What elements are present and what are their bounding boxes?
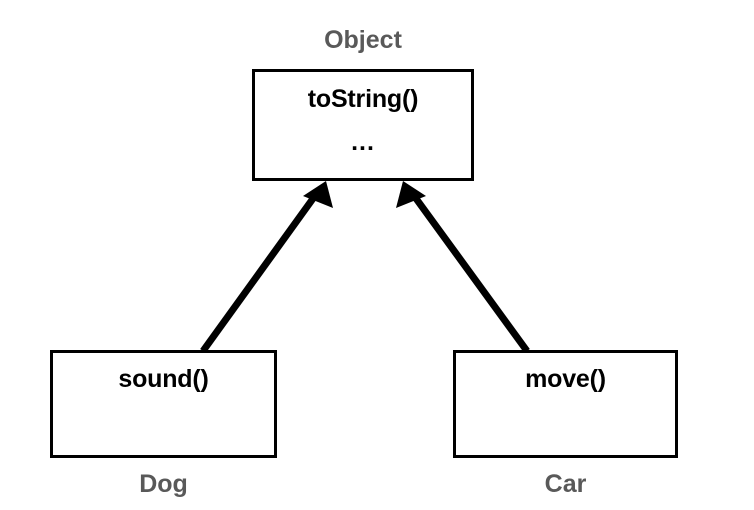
- class-box-object[interactable]: [252, 69, 474, 181]
- class-box-dog[interactable]: [50, 350, 277, 458]
- member-list-dog: sound(): [50, 365, 277, 393]
- class-box-car[interactable]: [453, 350, 678, 458]
- edge-dog-to-object-arrowhead: [303, 181, 333, 208]
- edge-car-to-object-arrowhead: [396, 181, 426, 208]
- class-member-tostring: toString(): [307, 85, 419, 113]
- class-title-object: Object: [324, 26, 402, 54]
- class-member-ellipsis: ...: [351, 128, 375, 157]
- class-node-dog[interactable]: sound() Dog: [50, 350, 277, 498]
- edge-car-to-object: [396, 181, 530, 354]
- edge-dog-to-object: [200, 181, 333, 354]
- class-node-object[interactable]: Object toString() ...: [252, 28, 474, 181]
- edge-car-to-object-line: [409, 190, 530, 354]
- class-member-move: move(): [525, 365, 606, 393]
- class-title-car: Car: [544, 470, 587, 498]
- edge-dog-to-object-line: [200, 190, 320, 354]
- class-node-car[interactable]: move() Car: [453, 350, 678, 498]
- member-list-object: toString() ...: [252, 86, 474, 156]
- class-member-sound: sound(): [118, 365, 209, 393]
- member-list-car: move(): [453, 365, 678, 393]
- class-title-dog: Dog: [139, 470, 188, 498]
